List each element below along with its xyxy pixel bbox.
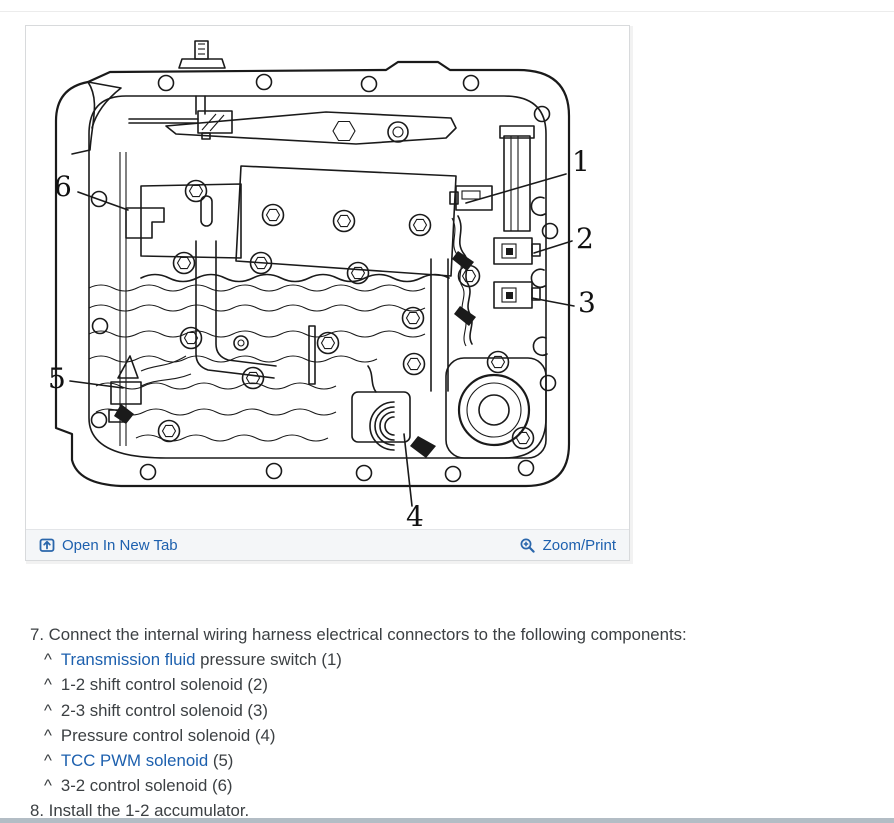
tcc-pwm-solenoid [108,355,192,424]
caret-bullet: ^ [44,650,52,670]
item-text: 3-2 control solenoid (6) [60,776,233,796]
figure-box: 1 2 3 4 5 6 Open In New Tab Zoom/Print [25,25,630,561]
item-text: 2-3 shift control solenoid (3) [60,700,268,720]
pump-housing [445,350,547,459]
open-in-new-tab-link[interactable]: Open In New Tab [39,537,178,554]
item-text: (5) [208,751,234,771]
transmission-fluid-link[interactable]: Transmission fluid [60,650,196,670]
caret-bullet: ^ [44,700,52,720]
valve-body-diagram: 1 2 3 4 5 6 [48,40,596,529]
step-8: 8. Install the 1-2 accumulator. [30,801,250,821]
pressure-control-solenoid [351,365,436,458]
list-item-4: ^ Pressure control solenoid (4) [30,723,870,748]
instruction-steps: 7. Connect the internal wiring harness e… [30,622,870,823]
wiring-harness [451,215,476,347]
diagram-area: 1 2 3 4 5 6 [26,26,629,529]
case-outline [54,60,571,488]
callout-5: 5 [48,362,66,395]
item-text: pressure switch (1) [195,650,342,670]
callout-4: 4 [406,500,424,529]
flange-bolt-holes [90,73,559,483]
valve-body [88,165,457,443]
callout-3: 3 [578,286,596,319]
caret-bullet: ^ [44,675,52,695]
callouts: 1 2 3 4 5 6 [48,145,596,529]
list-item-1: ^ Transmission fluid pressure switch (1) [30,647,870,672]
caret-bullet: ^ [44,751,52,771]
detent-assembly [128,40,457,145]
connector-components [449,125,548,357]
callout-6: 6 [54,170,72,203]
callout-2: 2 [576,222,594,255]
caret-bullet: ^ [44,725,52,745]
open-in-new-tab-label: Open In New Tab [62,536,178,554]
list-item-6: ^ 3-2 control solenoid (6) [30,773,870,798]
caret-bullet: ^ [44,776,52,796]
list-item-5: ^ TCC PWM solenoid (5) [30,748,870,773]
open-in-new-tab-icon [39,538,55,552]
tcc-pwm-solenoid-link[interactable]: TCC PWM solenoid [60,751,209,771]
list-item-2: ^ 1-2 shift control solenoid (2) [30,672,870,697]
bottom-page-bar [0,818,894,823]
figure-footer: Open In New Tab Zoom/Print [26,529,629,560]
zoom-print-icon [520,538,535,553]
step-7: 7. Connect the internal wiring harness e… [30,625,687,644]
top-divider [0,11,894,12]
item-text: 1-2 shift control solenoid (2) [60,675,268,695]
zoom-print-link[interactable]: Zoom/Print [519,537,616,554]
three-two-solenoid [125,207,165,239]
item-text: Pressure control solenoid (4) [60,725,276,745]
zoom-print-label: Zoom/Print [542,536,616,554]
list-item-3: ^ 2-3 shift control solenoid (3) [30,698,870,723]
callout-1: 1 [572,145,590,178]
